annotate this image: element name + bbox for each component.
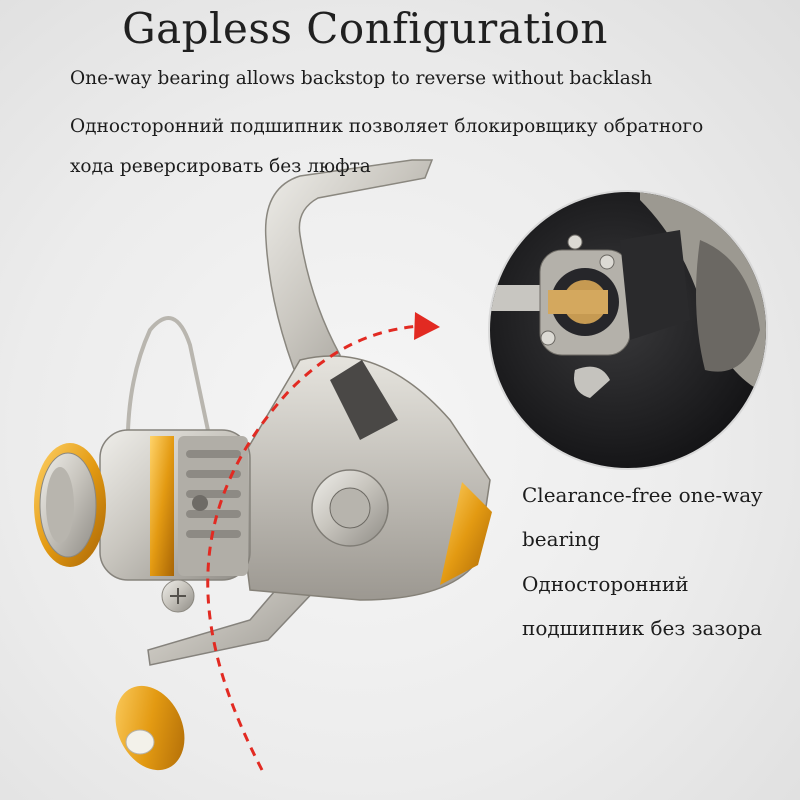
callout-line-1: Clearance-free one-way — [522, 483, 763, 507]
bearing-closeup-image — [488, 190, 768, 470]
callout-line-4: подшипник без зазора — [522, 616, 763, 640]
fishing-reel-image — [34, 159, 492, 771]
description-line-3: хода реверсировать без люфта — [70, 156, 371, 177]
callout-line-2: bearing — [522, 527, 601, 551]
description-line-2: Односторонний подшипник позволяет блокир… — [70, 116, 704, 137]
callout-line-3: Односторонний — [522, 572, 689, 596]
curved-arrow-icon — [206, 312, 440, 771]
description-line-1: One-way bearing allows backstop to rever… — [70, 68, 653, 89]
page-title: Gapless Configuration — [122, 4, 608, 53]
